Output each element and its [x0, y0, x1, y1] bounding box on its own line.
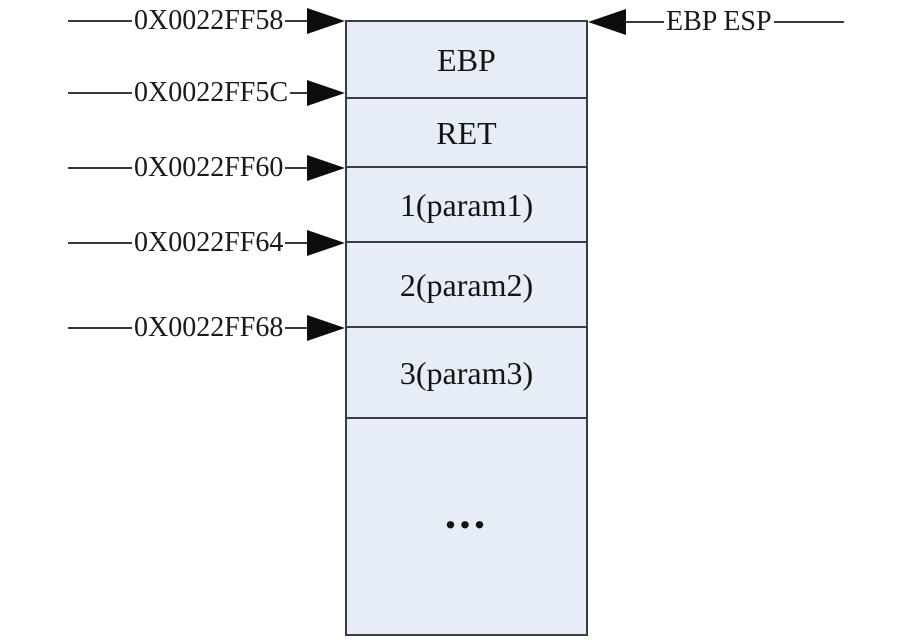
stack-cell-ebp: EBP [347, 22, 586, 99]
arrow-left-icon [588, 9, 626, 35]
stack-cell-param3: 3(param3) [347, 328, 586, 419]
address-label: 0X0022FF64 [134, 227, 284, 258]
address-label: 0X0022FF5C [134, 77, 289, 108]
stack-cell-ellipsis: ... [347, 419, 586, 634]
arrow-right-icon [307, 230, 345, 256]
pointer-line [285, 167, 307, 169]
pointer-line [68, 242, 132, 244]
register-label: EBP ESP [666, 6, 772, 37]
pointer-line [285, 242, 307, 244]
stack-cell-label: 1(param1) [399, 186, 534, 223]
stack-cell-param1: 1(param1) [347, 168, 586, 243]
arrow-right-icon [307, 315, 345, 341]
address-pointer-row: 0X0022FF60 [68, 154, 345, 182]
pointer-line [68, 327, 132, 329]
stack-cell-label: 2(param2) [399, 266, 534, 303]
arrow-right-icon [307, 155, 345, 181]
pointer-line [290, 92, 307, 94]
pointer-line [68, 20, 132, 22]
stack-cell-label: EBP [437, 41, 496, 78]
address-pointer-row: 0X0022FF64 [68, 229, 345, 257]
ellipsis-label: ... [444, 486, 489, 538]
register-pointer-row: EBP ESP [588, 8, 844, 36]
stack-cell-label: 3(param3) [399, 354, 534, 391]
address-label: 0X0022FF58 [134, 5, 284, 36]
address-label: 0X0022FF60 [134, 152, 284, 183]
address-pointer-row: 0X0022FF5C [68, 79, 345, 107]
pointer-line [285, 20, 307, 22]
arrow-right-icon [307, 8, 345, 34]
stack-cell-param2: 2(param2) [347, 243, 586, 328]
pointer-line [773, 21, 844, 23]
arrow-right-icon [307, 80, 345, 106]
address-pointer-row: 0X0022FF58 [68, 7, 345, 35]
stack-box: EBP RET 1(param1) 2(param2) 3(param3) ..… [345, 20, 588, 636]
address-label: 0X0022FF68 [134, 312, 284, 343]
stack-cell-label: RET [436, 114, 497, 151]
pointer-line [68, 167, 132, 169]
pointer-line [626, 21, 664, 23]
stack-cell-ret: RET [347, 99, 586, 168]
pointer-line [285, 327, 307, 329]
address-pointer-row: 0X0022FF68 [68, 314, 345, 342]
pointer-line [68, 92, 132, 94]
